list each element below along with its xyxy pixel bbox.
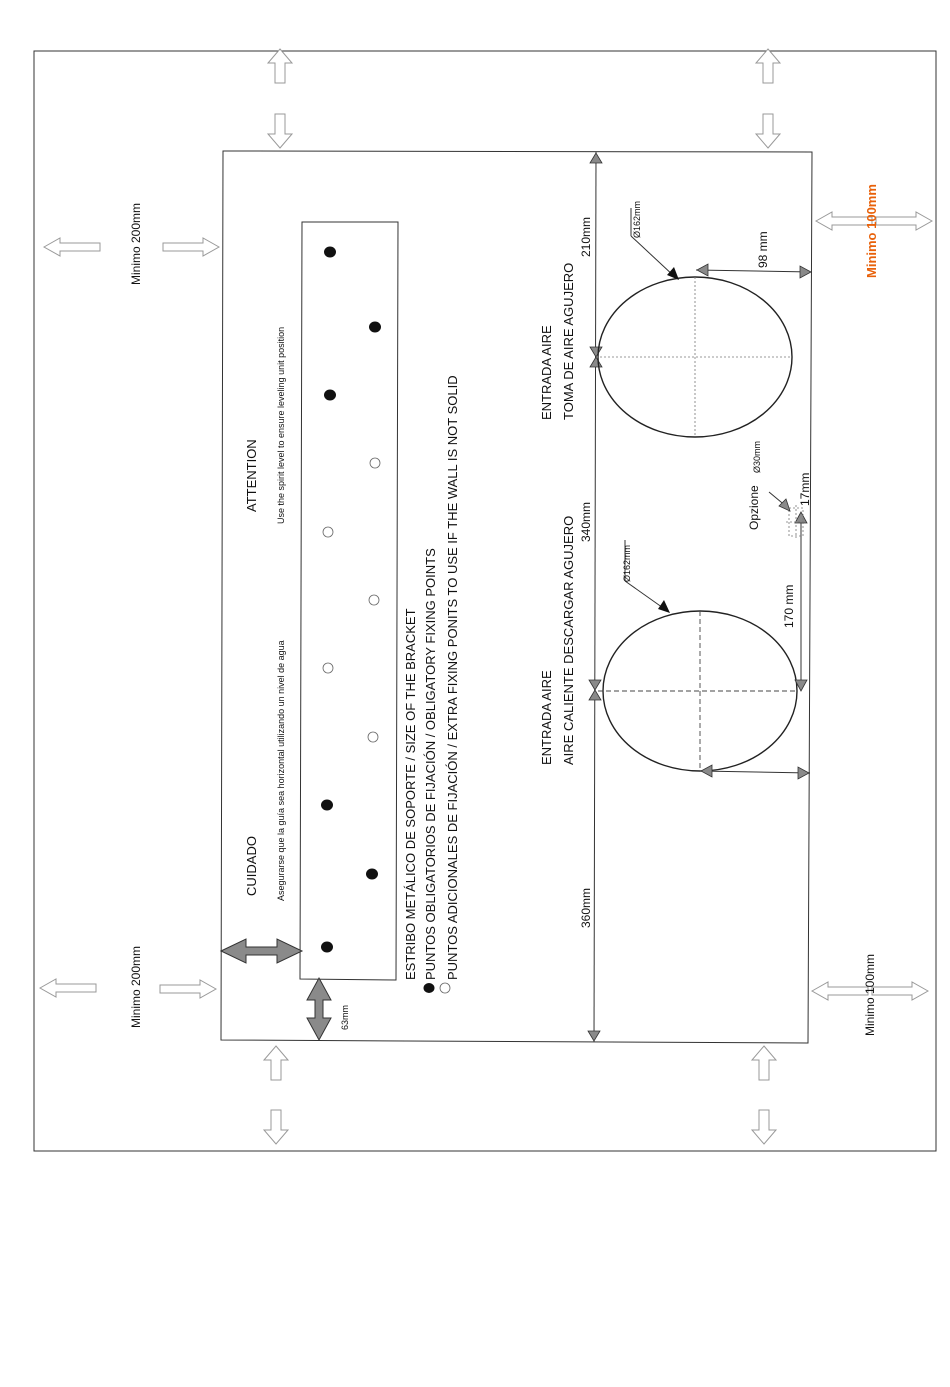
- cuidado-text: Asegurarse que la guía sea horizontal ut…: [276, 640, 286, 901]
- dimension-arrowhead-icon: [589, 152, 603, 164]
- dimension-label-360: 360mm: [579, 888, 593, 928]
- exhaust-title-line2: AIRE CALIENTE DESCARGAR AGUJERO: [561, 516, 576, 765]
- dimension-arrowhead-icon: [794, 679, 808, 692]
- legend-obligatory-marker: [423, 983, 435, 993]
- bracket-offset-arrow-horizontal-icon: [219, 938, 304, 964]
- dimension-line-98: [695, 269, 813, 273]
- intake-diameter-label: Ø162mm: [632, 201, 642, 238]
- dimension-arrowhead-icon: [589, 346, 603, 358]
- unit-outline: [220, 150, 813, 1044]
- extra-fixing-point: [322, 526, 334, 538]
- leader-arrowhead-icon: [778, 498, 791, 512]
- clearance-label-left-bottom: Minimo 200mm: [129, 946, 143, 1028]
- dimension-line-bottom: [699, 770, 811, 774]
- clearance-arrow-left-icon: [811, 981, 869, 1001]
- bracket-outline: [299, 221, 399, 981]
- clearance-arrow-left-icon: [39, 978, 97, 998]
- obligatory-fixing-points: [321, 246, 381, 953]
- option-diameter-label: Ø30mm: [752, 441, 762, 473]
- cuidado-title: CUIDADO: [244, 836, 259, 896]
- clearance-label-left-top: Minimo 200mm: [129, 203, 143, 285]
- clearance-label-right-top: Minimo 100mm: [864, 184, 879, 278]
- attention-title: ATTENTION: [244, 439, 259, 512]
- dimension-label-210: 210mm: [579, 217, 593, 257]
- exhaust-diameter-label: Ø162mm: [622, 545, 632, 582]
- exhaust-title-line1: ENTRADA AIRE: [539, 670, 554, 765]
- dimension-arrowhead-icon: [588, 689, 602, 701]
- intake-diameter-leader: [630, 235, 676, 278]
- leader-arrowhead-icon: [667, 267, 679, 280]
- obligatory-fixing-point: [366, 868, 378, 880]
- dimension-label-170: 170 mm: [782, 585, 796, 628]
- extra-fixing-point: [368, 594, 380, 606]
- dimension-arrowhead-icon: [587, 1030, 601, 1042]
- dimension-label-98: 98 mm: [756, 231, 770, 268]
- obligatory-fixing-point: [369, 321, 381, 333]
- leader-arrowhead-icon: [658, 600, 670, 613]
- dimension-label-63: 63mm: [340, 1005, 350, 1030]
- clearance-label-right-bottom: Minimo 100mm: [863, 954, 877, 1036]
- clearance-arrow-right-icon: [875, 211, 933, 231]
- extra-fixing-point: [322, 662, 334, 674]
- clearance-arrow-up-icon: [751, 1045, 777, 1081]
- intake-title-line2: TOMA DE AIRE AGUJERO: [561, 263, 576, 420]
- outer-frame: [33, 50, 937, 1152]
- bracket-offset-arrow-vertical-icon: [306, 976, 332, 1042]
- clearance-arrow-down-icon: [755, 113, 781, 149]
- clearance-arrow-down-icon: [267, 113, 293, 149]
- dimension-label-340: 340mm: [579, 502, 593, 542]
- clearance-arrows: [39, 48, 933, 1145]
- dimension-arrowhead-icon: [794, 511, 808, 524]
- legend-obligatory: PUNTOS OBLIGATORIOS DE FIJACIÓN / OBLIGA…: [423, 548, 438, 980]
- legend-extra: PUNTOS ADICIONALES DE FIJACIÓN / EXTRA F…: [445, 375, 460, 980]
- dimension-arrowhead-icon: [696, 263, 709, 277]
- dimension-arrowhead-icon: [799, 265, 812, 279]
- legend-bracket: ESTRIBO METÁLICO DE SOPORTE / SIZE OF TH…: [403, 608, 418, 980]
- obligatory-fixing-point: [321, 941, 333, 953]
- clearance-arrow-down-icon: [751, 1109, 777, 1145]
- clearance-arrow-up-icon: [263, 1045, 289, 1081]
- clearance-arrow-right-icon: [159, 979, 217, 999]
- clearance-arrow-right-icon: [871, 981, 929, 1001]
- extra-fixing-point: [369, 457, 381, 469]
- dimension-arrowhead-icon: [797, 766, 810, 780]
- clearance-arrow-right-icon: [162, 237, 220, 257]
- vertical-dimension-line: [593, 151, 597, 1043]
- dimension-label-17: 17mm: [798, 473, 812, 506]
- obligatory-fixing-point: [324, 389, 336, 401]
- clearance-arrow-down-icon: [263, 1109, 289, 1145]
- exhaust-diameter-leader: [624, 580, 667, 611]
- obligatory-fixing-point: [324, 246, 336, 258]
- extra-fixing-points: [322, 457, 381, 743]
- dimension-arrowhead-icon: [589, 356, 603, 368]
- clearance-arrow-left-icon: [43, 237, 101, 257]
- dimension-arrowhead-icon: [700, 764, 713, 778]
- dimension-arrowhead-icon: [588, 679, 602, 691]
- option-label: Opzione: [747, 485, 761, 530]
- clearance-arrow-up-icon: [755, 48, 781, 84]
- obligatory-fixing-point: [321, 799, 333, 811]
- intake-title-line1: ENTRADA AIRE: [539, 325, 554, 420]
- extra-fixing-point: [367, 731, 379, 743]
- attention-text: Use the spirit level to ensure leveling …: [276, 327, 286, 524]
- clearance-arrow-up-icon: [267, 48, 293, 84]
- legend-extra-marker: [439, 982, 451, 994]
